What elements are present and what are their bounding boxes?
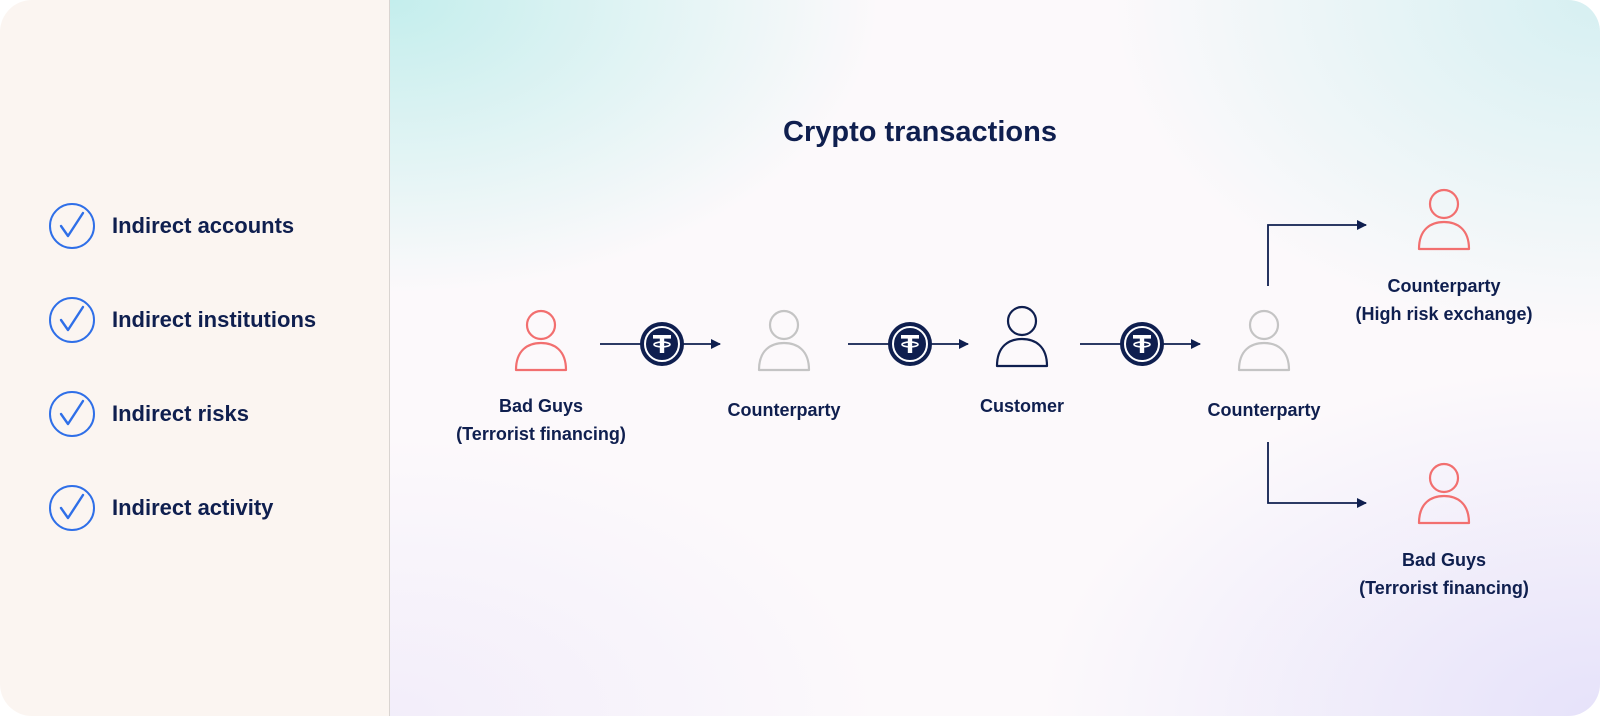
tether-coin-icon — [887, 321, 933, 367]
check-label: Indirect accounts — [112, 213, 295, 238]
counterparty-person-icon — [757, 309, 811, 372]
node-label-counterparty-1: Counterparty — [727, 400, 841, 420]
node-label-bad-guys-source: Bad Guys (Terrorist financing) — [456, 396, 626, 444]
node-label-high-risk-exchange: Counterparty (High risk exchange) — [1355, 276, 1533, 324]
tether-coin-icon — [1119, 321, 1165, 367]
check-label: Indirect activity — [112, 495, 274, 520]
high-risk-counterparty-person-icon — [1417, 188, 1471, 251]
check-label: Indirect risks — [112, 401, 249, 426]
check-circle-icon — [49, 203, 95, 249]
tether-coin-icon — [639, 321, 685, 367]
check-circle-icon — [49, 485, 95, 531]
check-item-indirect-risks: Indirect risks — [48, 389, 249, 439]
arrow-to-high-risk-exchange — [1267, 220, 1367, 286]
checklist-panel: Indirect accounts Indirect institutions … — [0, 0, 390, 716]
check-circle-icon — [49, 297, 95, 343]
node-label-bad-guys-target: Bad Guys (Terrorist financing) — [1359, 550, 1529, 598]
arrow-to-bad-guys-target — [1267, 442, 1367, 508]
counterparty-person-icon — [1237, 309, 1291, 372]
diagram-title: Crypto transactions — [783, 116, 1057, 148]
check-circle-icon — [49, 391, 95, 437]
bad-guys-person-icon — [514, 309, 568, 372]
check-item-indirect-institutions: Indirect institutions — [48, 295, 316, 345]
check-label: Indirect institutions — [112, 307, 317, 332]
node-label-customer: Customer — [979, 396, 1064, 416]
customer-person-icon — [995, 305, 1049, 368]
check-item-indirect-accounts: Indirect accounts — [48, 201, 294, 251]
bad-guys-target-person-icon — [1417, 462, 1471, 525]
check-item-indirect-activity: Indirect activity — [48, 483, 273, 533]
node-label-counterparty-2: Counterparty — [1207, 400, 1321, 420]
diagram-panel — [390, 0, 1600, 716]
